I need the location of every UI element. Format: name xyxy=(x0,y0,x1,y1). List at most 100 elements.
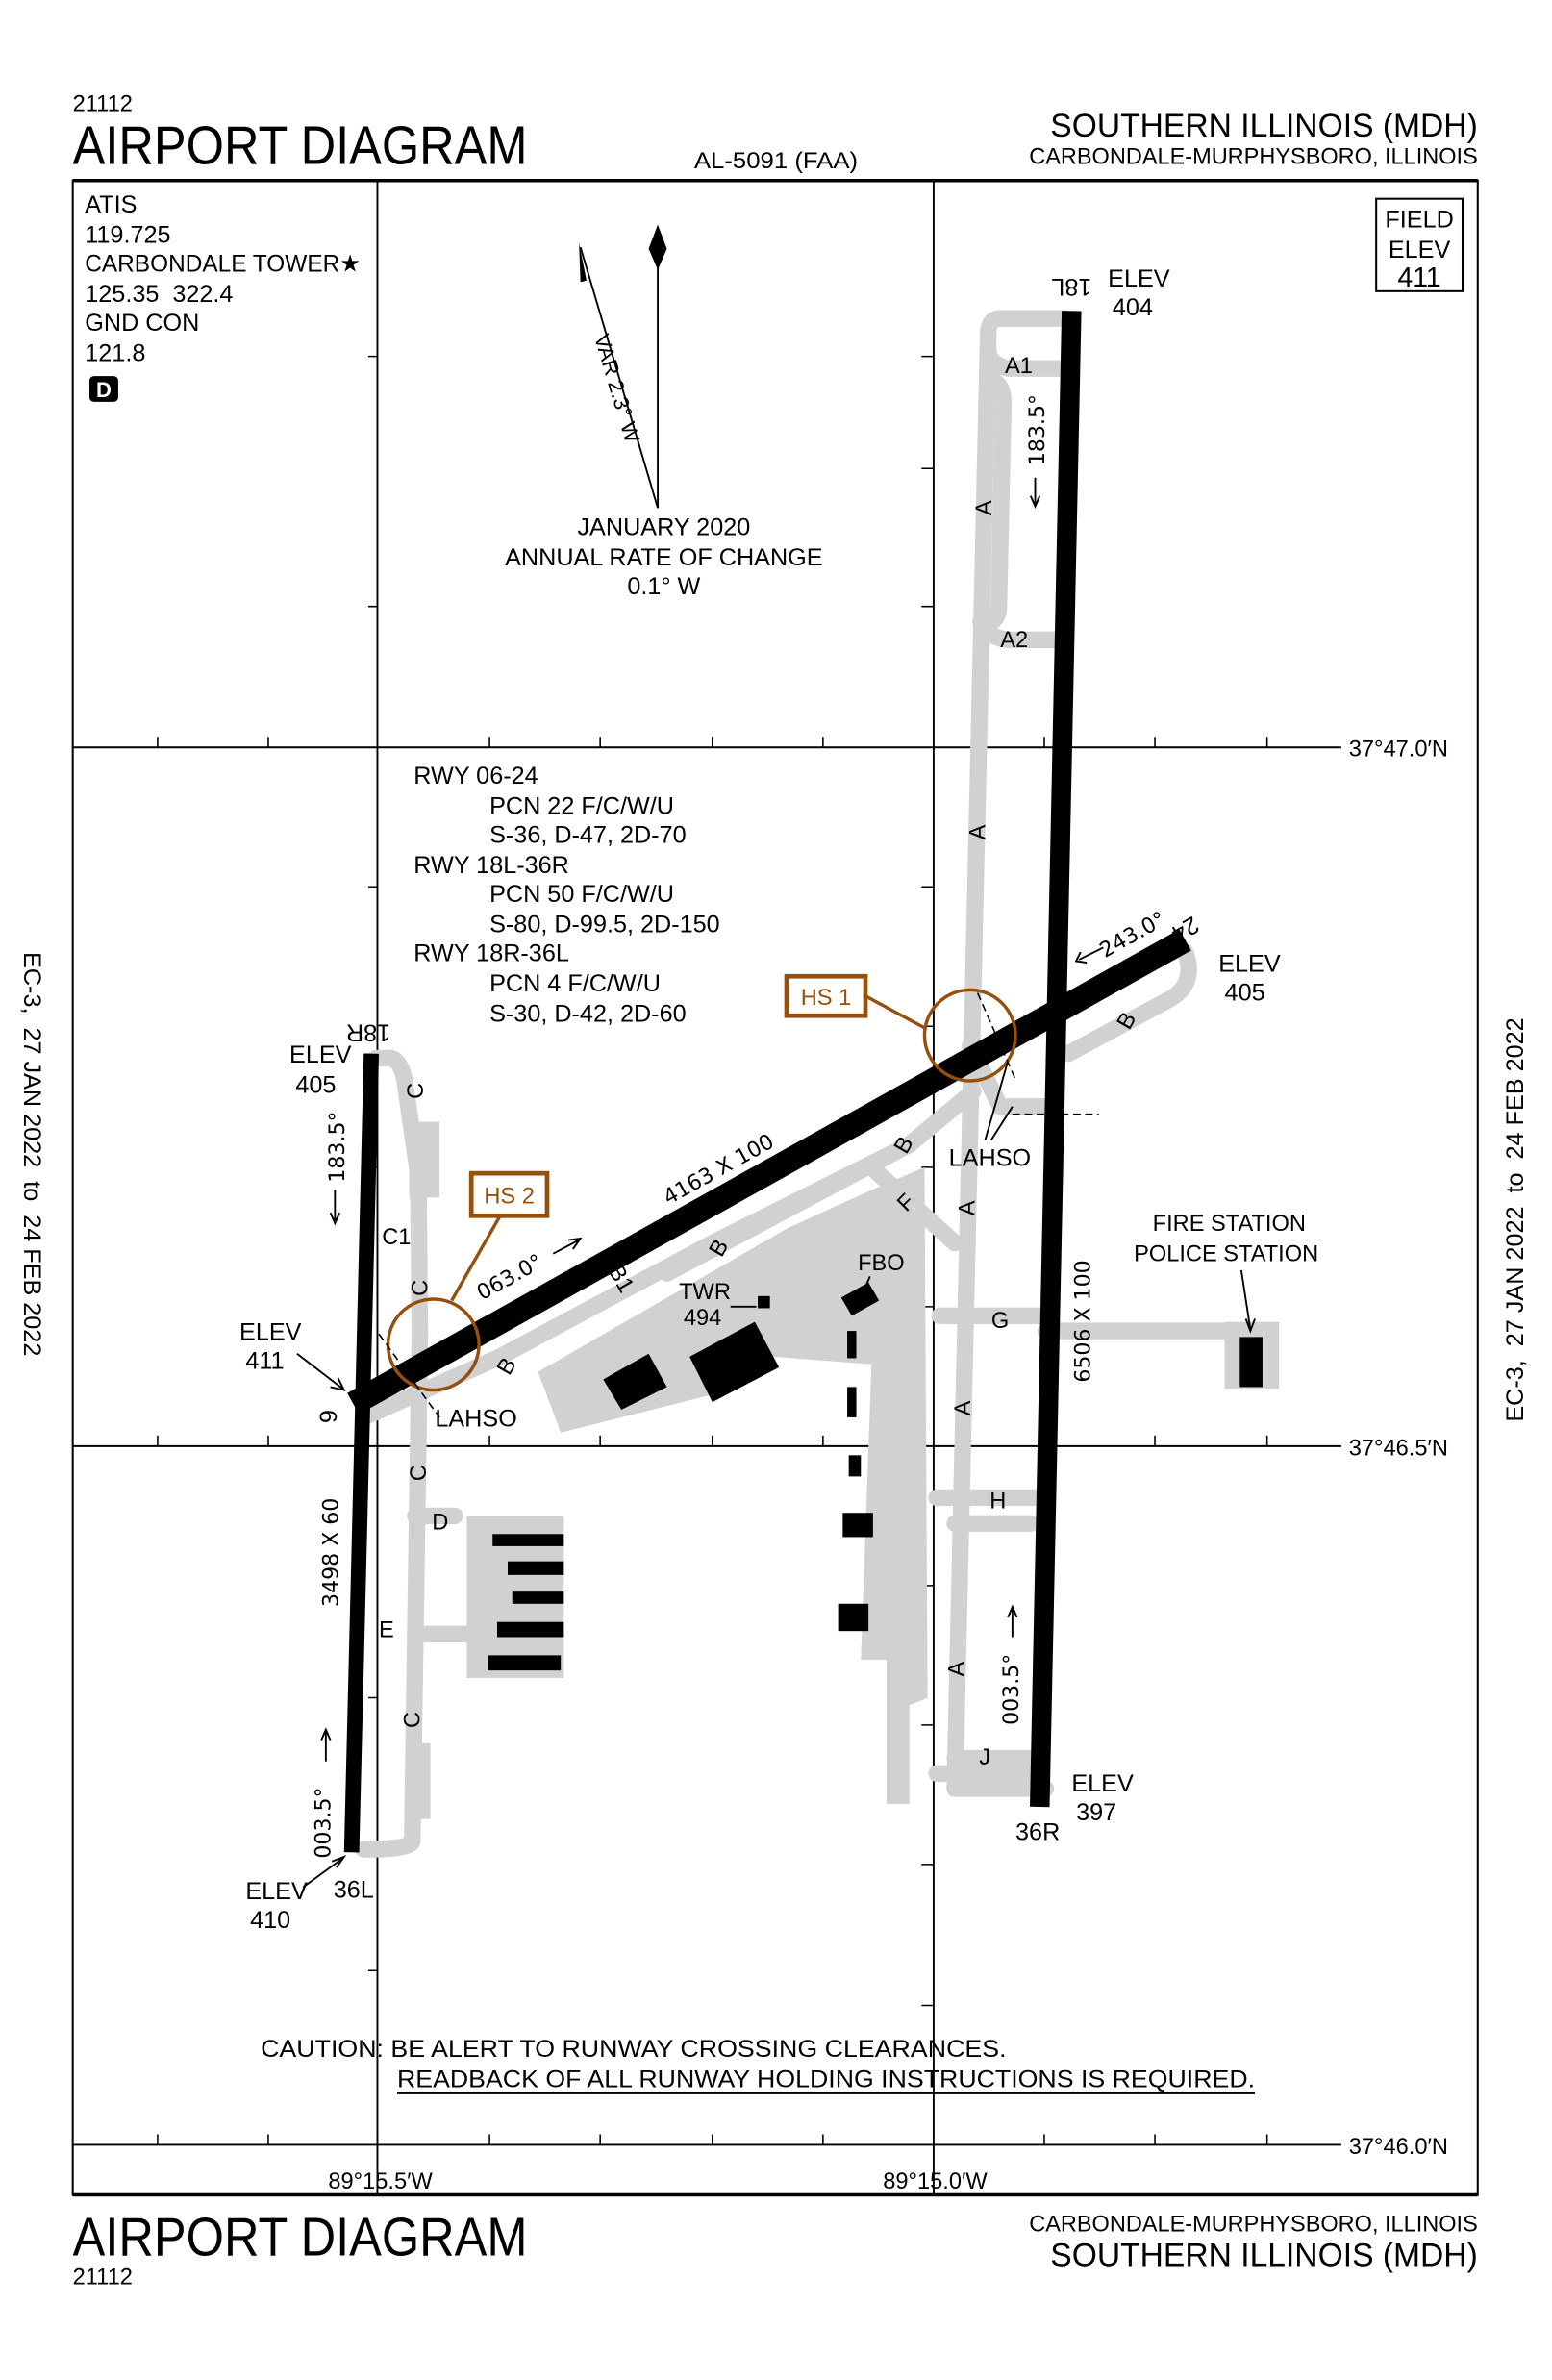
taxiway-c: C xyxy=(407,1465,432,1481)
runway-06-id: 6 xyxy=(314,1410,341,1423)
lat-label-3: 37°46.0′N xyxy=(1349,2135,1448,2160)
ground-label: GND CON xyxy=(85,310,199,337)
tower-label: CARBONDALE TOWER★ xyxy=(85,250,361,277)
runway-18r-heading: 183.5° xyxy=(326,1111,350,1182)
runway-36r-id: 36R xyxy=(1015,1819,1060,1846)
runway-info-block: RWY 06-24 PCN 22 F/C/W/U S-36, D-47, 2D-… xyxy=(413,763,719,1027)
runway-36l-heading: 003.5° xyxy=(313,1787,337,1858)
taxiway-j: J xyxy=(979,1745,990,1770)
runway-36r-elev-label: ELEV xyxy=(1071,1770,1134,1797)
fbo-building xyxy=(840,1282,880,1316)
taxiway-a: A xyxy=(972,500,997,515)
rwy-18l36r-weights: S-80, D-99.5, 2D-150 xyxy=(489,912,720,939)
runway-24-elev-label: ELEV xyxy=(1218,951,1281,978)
taxiway-a: A xyxy=(955,1200,980,1215)
taxiway-a: A xyxy=(966,824,991,839)
taxiway-e: E xyxy=(379,1617,394,1642)
d-badge xyxy=(88,376,118,402)
taxiway-h: H xyxy=(989,1489,1006,1514)
chart-title-top: AIRPORT DIAGRAM xyxy=(73,115,528,176)
taxiway-c: C xyxy=(401,1712,426,1728)
grid-lines xyxy=(72,180,1341,2195)
hot-spot-2-label: HS 2 xyxy=(484,1185,535,1210)
airport-name-top: SOUTHERN ILLINOIS (MDH) xyxy=(1050,108,1477,144)
lat-label-2: 37°46.5′N xyxy=(1349,1436,1448,1461)
annual-rate: 0.1° W xyxy=(627,573,700,600)
rwy-0624-pcn: PCN 22 F/C/W/U xyxy=(489,793,674,820)
police-station-label: POLICE STATION xyxy=(1134,1242,1318,1267)
city-top: CARBONDALE-MURPHYSBORO, ILLINOIS xyxy=(1029,144,1478,169)
effective-dates-left: EC-3, 27 JAN 2022 to 24 FEB 2022 xyxy=(18,952,45,1356)
taxiway-c: C xyxy=(404,1083,429,1099)
taxiway-c1: C1 xyxy=(382,1225,411,1250)
taxiway-g: G xyxy=(991,1309,1009,1334)
tower-label: TWR xyxy=(679,1280,731,1305)
annual-rate-label: ANNUAL RATE OF CHANGE xyxy=(505,544,822,571)
runway-36l-elev: 410 xyxy=(250,1907,290,1934)
taxiway-b: B xyxy=(492,1354,521,1380)
rwy-0624-weights: S-36, D-47, 2D-70 xyxy=(489,822,687,849)
hot-spot-1-label: HS 1 xyxy=(801,986,852,1011)
airport-name-bottom: SOUTHERN ILLINOIS (MDH) xyxy=(1050,2238,1477,2274)
runway-06-elev-label: ELEV xyxy=(239,1319,302,1346)
runway-18l-elev: 404 xyxy=(1113,294,1153,321)
atis-label: ATIS xyxy=(85,191,137,218)
rwy-18l36r-pcn: PCN 50 F/C/W/U xyxy=(489,881,674,908)
rwy-18r36l-pcn: PCN 4 F/C/W/U xyxy=(489,970,661,997)
chart-id: AL-5091 (FAA) xyxy=(694,149,858,174)
tower-building xyxy=(758,1295,770,1309)
lahso-label-2: LAHSO xyxy=(435,1405,516,1432)
taxiway-a: A xyxy=(951,1400,976,1415)
effective-dates-right: EC-3, 27 JAN 2022 to 24 FEB 2022 xyxy=(1502,1017,1529,1421)
lat-label-1: 37°47.0′N xyxy=(1349,738,1448,763)
chart-title-bottom: AIRPORT DIAGRAM xyxy=(73,2208,528,2268)
runway-24-elev: 405 xyxy=(1225,979,1265,1006)
hot-spot-2[interactable]: HS 2 xyxy=(386,1170,550,1392)
hot-spot-1[interactable]: HS 1 xyxy=(784,973,1017,1083)
runway-36l-elev-label: ELEV xyxy=(245,1878,308,1905)
lon-label-2: 89°15.0′W xyxy=(883,2169,988,2194)
tower-freq: 125.35 322.4 xyxy=(85,281,233,308)
runway-18r-id: 18R xyxy=(346,1019,390,1046)
runway-06-24 xyxy=(347,929,1191,1415)
runway-18l-id: 18L xyxy=(1051,273,1091,300)
frequency-block: ATIS 119.725 CARBONDALE TOWER★ 125.35 32… xyxy=(85,191,361,402)
buildings xyxy=(488,1282,1263,1671)
ground-freq: 121.8 xyxy=(85,339,145,366)
taxiway-d: D xyxy=(432,1511,448,1536)
rwy-0624: RWY 06-24 xyxy=(413,763,538,789)
field-elev-value: 411 xyxy=(1397,263,1440,293)
field-elev-label2: ELEV xyxy=(1389,237,1451,263)
caution-line-1: CAUTION: BE ALERT TO RUNWAY CROSSING CLE… xyxy=(261,2036,1006,2063)
taxiway-c: C xyxy=(408,1280,433,1296)
d-badge-label: D xyxy=(96,378,112,402)
magnetic-date: JANUARY 2020 xyxy=(577,514,750,541)
lahso-label-1: LAHSO xyxy=(949,1144,1031,1171)
city-bottom: CARBONDALE-MURPHYSBORO, ILLINOIS xyxy=(1029,2212,1478,2237)
building-hangar-1 xyxy=(603,1353,667,1411)
runway-18r-elev-label: ELEV xyxy=(289,1041,352,1068)
fire-station-building xyxy=(1239,1337,1263,1388)
atis-freq: 119.725 xyxy=(85,221,170,248)
tower-elev: 494 xyxy=(684,1306,721,1331)
field-elev-label1: FIELD xyxy=(1385,207,1453,234)
runway-18r36l-dimensions: 3498 X 60 xyxy=(319,1498,343,1607)
runway-36l-id: 36L xyxy=(334,1877,374,1904)
taxiway-a1: A1 xyxy=(1005,354,1033,379)
rwy-18l36r: RWY 18L-36R xyxy=(413,852,569,879)
runway-18r-elev: 405 xyxy=(295,1072,336,1099)
runway-18l36r-dimensions: 6506 X 100 xyxy=(1071,1260,1095,1382)
fbo-label: FBO xyxy=(858,1251,905,1276)
runway-36r-heading: 003.5° xyxy=(1000,1654,1024,1725)
runway-06-elev: 411 xyxy=(245,1347,284,1374)
runway-18l-elev-label: ELEV xyxy=(1108,265,1170,292)
chart-number-bottom: 21112 xyxy=(73,2265,133,2290)
rwy-18r36l: RWY 18R-36L xyxy=(413,939,569,966)
runway-36r-elev: 397 xyxy=(1076,1799,1116,1826)
magnetic-variation: VAR 2.3° W xyxy=(589,331,644,445)
rwy-18r36l-weights: S-30, D-42, 2D-60 xyxy=(489,1001,687,1028)
lon-label-1: 89°15.5′W xyxy=(328,2169,433,2194)
runway-18l-36r xyxy=(1030,311,1082,1808)
field-elevation-box: FIELD ELEV 411 xyxy=(1375,197,1464,293)
